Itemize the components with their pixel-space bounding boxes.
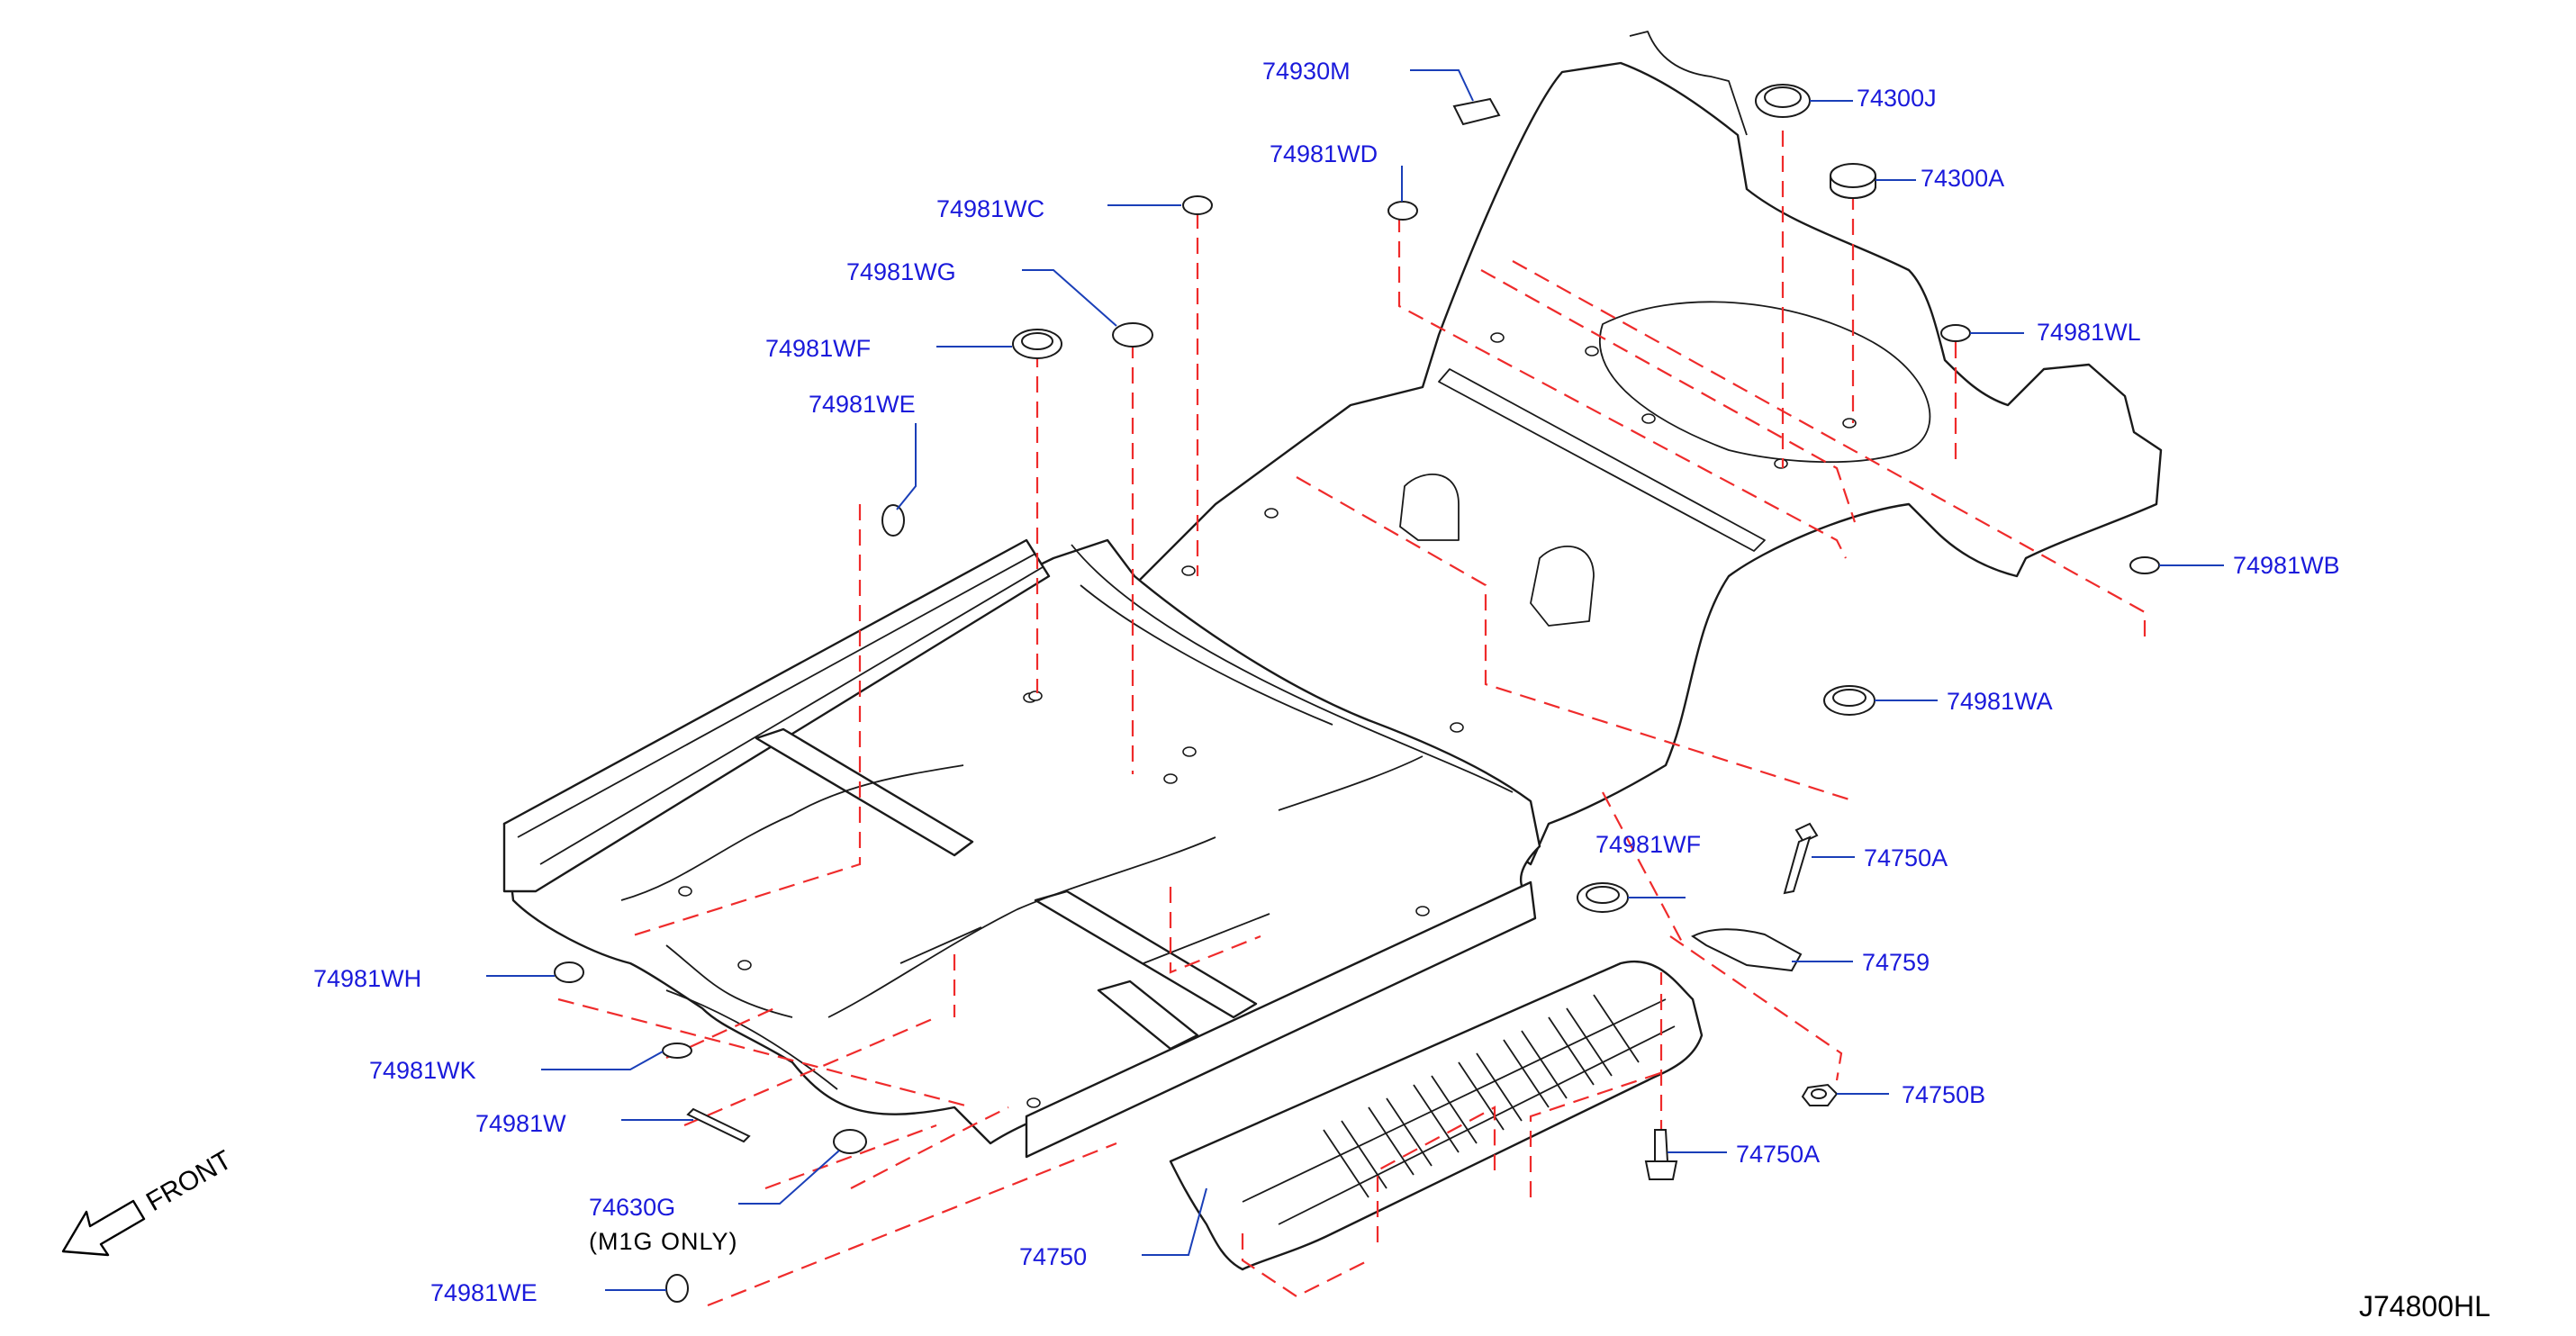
label-74300A: 74300A <box>1921 165 2004 192</box>
plug-74981WH <box>554 961 584 983</box>
plug-74981WD <box>1387 201 1418 221</box>
plug-74981WC <box>1182 195 1213 215</box>
label-74981WL: 74981WL <box>2037 319 2141 346</box>
label-74981WA: 74981WA <box>1947 688 2053 715</box>
bolt-74750A-bot <box>1644 1129 1678 1180</box>
label-74981WF-top: 74981WF <box>765 335 871 362</box>
bolt-74750A-top <box>1783 822 1819 895</box>
plug-74981WG <box>1112 322 1153 348</box>
plug-74630G <box>833 1129 867 1154</box>
front-label: FRONT <box>141 1145 237 1217</box>
label-74981WE-bot: 74981WE <box>430 1279 538 1306</box>
grommet-74300J <box>1755 84 1811 118</box>
label-74981WC: 74981WC <box>936 195 1044 222</box>
grommet-74981WF-mid <box>1577 882 1629 913</box>
label-74981WB: 74981WB <box>2233 552 2340 579</box>
label-74981WF-mid: 74981WF <box>1595 831 1701 858</box>
front-direction-indicator: FRONT <box>61 1145 237 1257</box>
label-74981WD: 74981WD <box>1270 140 1378 167</box>
label-74981WE-top: 74981WE <box>809 391 916 418</box>
diagram-code: J74800HL <box>2359 1290 2490 1322</box>
seal-74981W <box>686 1107 751 1143</box>
label-74750A-bot: 74750A <box>1736 1141 1820 1168</box>
leader-lines <box>486 69 2224 1291</box>
label-74981W: 74981W <box>475 1110 566 1137</box>
label-74750B: 74750B <box>1902 1081 1985 1108</box>
small-parts <box>554 84 2160 1303</box>
label-74750: 74750 <box>1019 1243 1087 1270</box>
label-74981WG: 74981WG <box>846 258 956 285</box>
plug-74981WE-bot <box>665 1274 689 1303</box>
plug-74981WE-top <box>881 504 905 537</box>
grommet-74981WA <box>1823 685 1876 716</box>
grommet-74981WF-top <box>1012 329 1062 359</box>
label-74981WK: 74981WK <box>369 1057 476 1084</box>
plug-74981WK <box>662 1043 692 1059</box>
clip-74759 <box>1691 928 1803 972</box>
floor-panel-body <box>502 31 2163 1159</box>
label-74750A-top: 74750A <box>1864 844 1948 871</box>
plug-74300A <box>1830 163 1876 199</box>
plug-74981WB <box>2129 556 2160 574</box>
nut-74750B <box>1801 1083 1839 1106</box>
label-74630G: 74630G <box>589 1194 675 1221</box>
label-74300J: 74300J <box>1857 85 1937 112</box>
front-arrow-icon <box>61 1199 146 1257</box>
note-m1g-only: (M1G ONLY) <box>589 1228 738 1255</box>
part-labels: 74930M 74300J 74981WD 74300A 74981WC 749… <box>313 58 2340 1306</box>
heat-insulator-74750 <box>1169 961 1704 1271</box>
pad-74930M <box>1452 97 1501 126</box>
label-74981WH: 74981WH <box>313 965 421 992</box>
label-74759: 74759 <box>1862 949 1930 976</box>
label-74930M: 74930M <box>1262 58 1351 85</box>
plug-74981WL <box>1940 324 1971 342</box>
